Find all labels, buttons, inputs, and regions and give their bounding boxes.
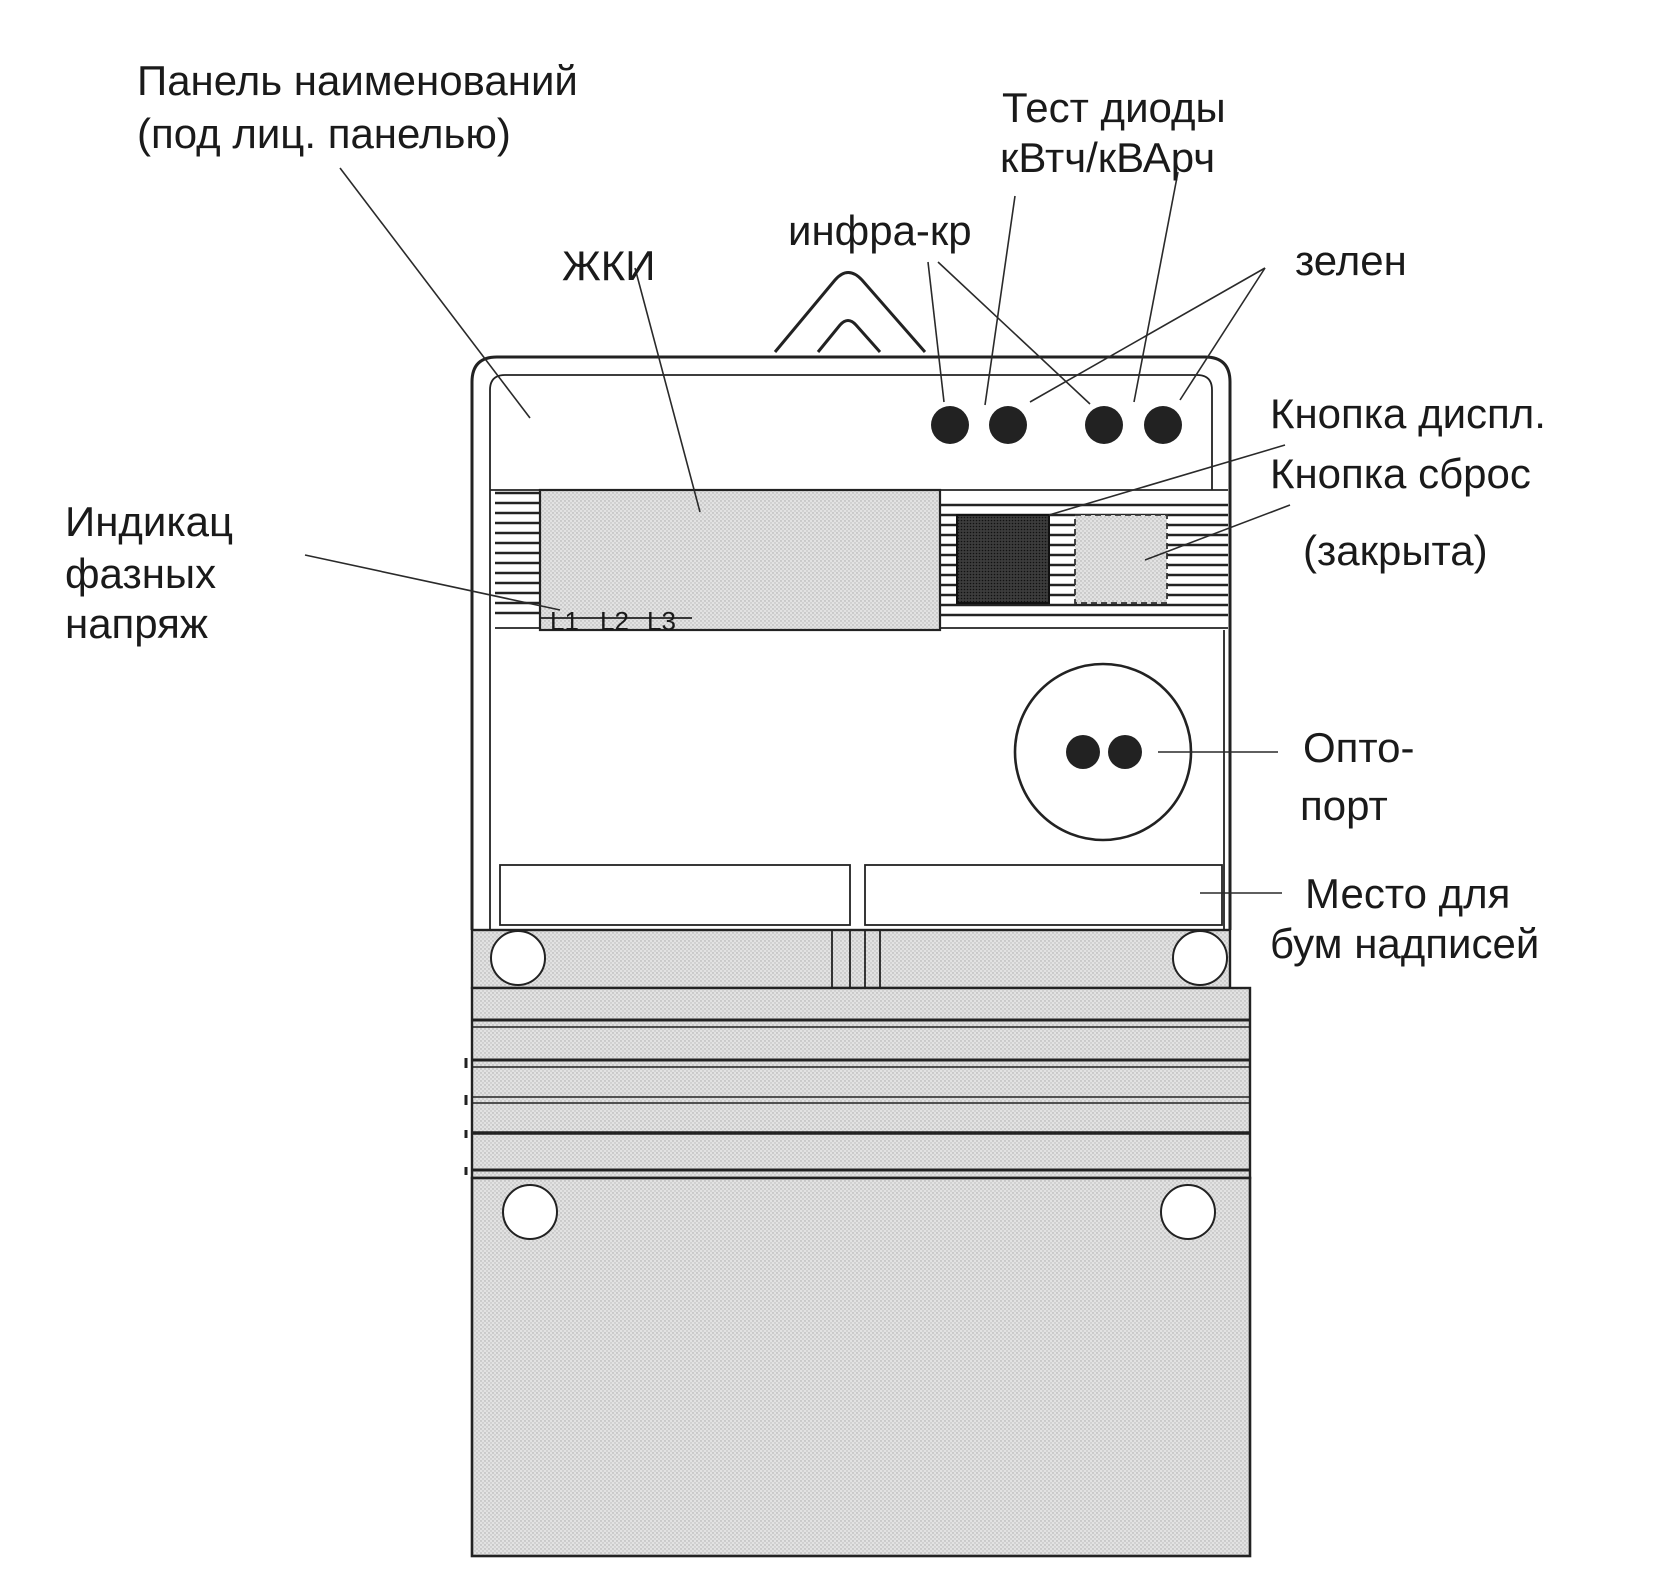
paper-label-place-line2: бум надписей: [1270, 920, 1539, 967]
infrared-led-2: [1085, 406, 1123, 444]
phase-indicator-label-line2: фазных: [65, 550, 216, 597]
bottom-left-screw: [502, 1184, 558, 1240]
hanger-hook: [773, 271, 927, 353]
phase-l1-label: L1: [550, 606, 579, 636]
optical-port-label-line1: Опто-: [1303, 724, 1415, 771]
leader-lines: [304, 167, 1291, 894]
cover-screw-band: [470, 928, 1232, 990]
reset-button-note: (закрыта): [1303, 527, 1488, 574]
infrared-label: инфра-кр: [788, 207, 972, 254]
green-led-1: [989, 406, 1027, 444]
nameplate-label-line2: (под лиц. панелью): [137, 110, 511, 157]
bottom-right-screw: [1160, 1184, 1216, 1240]
meter-housing: [470, 355, 1232, 930]
phase-indicator-label-line3: напряж: [65, 600, 208, 647]
terminal-cover: [470, 1176, 1252, 1558]
phase-l3-label: L3: [647, 606, 676, 636]
reset-button[interactable]: [1074, 514, 1168, 604]
top-right-screw: [1172, 930, 1228, 986]
green-led-2: [1144, 406, 1182, 444]
paper-label-slot-left: [499, 864, 851, 926]
test-leds-label-line1: Тест диоды: [1002, 84, 1226, 131]
top-left-screw: [490, 930, 546, 986]
display-button-label: Кнопка диспл.: [1270, 390, 1546, 437]
optical-port-led-2: [1108, 735, 1142, 769]
phase-l2-label: L2: [600, 606, 629, 636]
lcd-display: [538, 488, 942, 632]
optical-port: [1013, 662, 1193, 842]
lcd-label: ЖКИ: [562, 242, 655, 289]
terminal-ribs: [464, 986, 1252, 1180]
reset-button-label: Кнопка сброс: [1270, 450, 1531, 497]
test-led-group: [931, 406, 1182, 444]
optical-port-led-1: [1066, 735, 1100, 769]
infrared-led-1: [931, 406, 969, 444]
test-leds-label-line2: кВтч/кВАрч: [1000, 134, 1215, 181]
paper-label-slot-right: [864, 864, 1223, 926]
nameplate-label-line1: Панель наименований: [137, 57, 578, 104]
optical-port-label-line2: порт: [1300, 782, 1388, 829]
green-label: зелен: [1295, 237, 1407, 284]
paper-label-place-line1: Место для: [1305, 870, 1510, 917]
phase-indicator-label-line1: Индикац: [65, 498, 233, 545]
display-button[interactable]: [956, 514, 1050, 604]
